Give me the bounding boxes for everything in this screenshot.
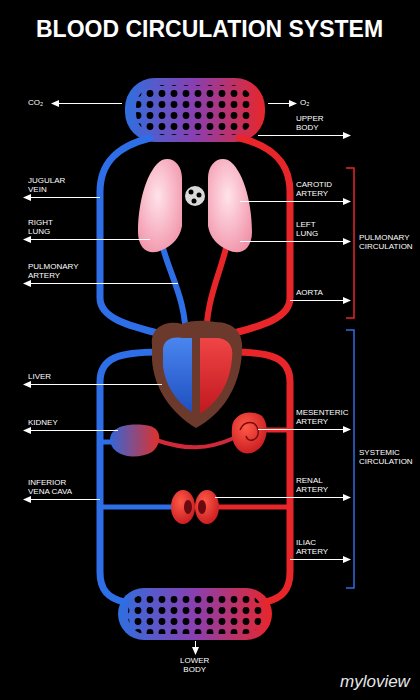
leader-arrow	[24, 197, 100, 198]
leader-arrow	[24, 499, 100, 500]
part-label: AORTA	[296, 288, 323, 297]
kidney-pelvis	[184, 500, 192, 514]
part-label: SYSTEMIC CIRCULATION	[359, 448, 413, 466]
leader-arrow	[268, 103, 296, 104]
capillary-holes	[128, 594, 262, 634]
part-label: PULMONARY CIRCULATION	[359, 233, 413, 251]
part-label: LIVER	[28, 372, 51, 381]
capillary-hole	[189, 190, 194, 195]
title: BLOOD CIRCULATION SYSTEM	[36, 16, 383, 43]
part-label: LEFT LUNG	[296, 220, 318, 238]
systemic-bracket	[346, 330, 354, 588]
part-label: MESENTERIC ARTERY	[296, 408, 348, 426]
portal-vein	[156, 438, 234, 447]
lung-capillary	[185, 186, 205, 206]
leader-arrow	[240, 241, 350, 242]
leader-arrow	[24, 283, 178, 284]
intestine-coil	[240, 423, 258, 441]
part-label: RENAL ARTERY	[296, 476, 328, 494]
lower-capillary-bed	[118, 588, 272, 640]
renal-vein	[100, 505, 172, 510]
pulmonary-bracket	[346, 168, 354, 318]
part-label: ILIAC ARTERY	[296, 538, 328, 556]
leader-arrow	[240, 201, 350, 202]
leader-arrow	[52, 103, 122, 104]
aorta	[232, 352, 290, 602]
leader-arrow	[258, 429, 350, 430]
heart	[152, 321, 242, 428]
watermark: myloview	[340, 672, 410, 692]
leader-arrow	[24, 239, 150, 240]
inferior-vena-cava	[100, 352, 160, 602]
part-label: RIGHT LUNG	[28, 218, 53, 236]
part-label: INFERIOR VENA CAVA	[28, 478, 78, 496]
part-label: CAROTID ARTERY	[296, 180, 332, 198]
leader-arrow	[195, 641, 196, 654]
right-lung	[138, 159, 182, 252]
capillary-hole	[197, 193, 202, 198]
part-label: LOWER BODY	[180, 656, 209, 674]
kidney	[171, 490, 195, 524]
leader-arrow	[290, 559, 350, 560]
kidney-pelvis	[198, 500, 206, 514]
leader-arrow	[24, 430, 118, 431]
part-label: KIDNEY	[28, 418, 58, 427]
part-label: PULMONARY ARTERY	[28, 262, 78, 280]
part-label: UPPER BODY	[296, 114, 324, 132]
part-label: CO₂	[28, 98, 43, 107]
liver	[110, 425, 159, 457]
upper-capillary-bed	[125, 78, 265, 142]
capillary-hole	[192, 199, 197, 204]
left-lung	[208, 159, 252, 252]
part-label: O₂	[300, 98, 309, 107]
leader-arrow	[215, 497, 350, 498]
leader-arrow	[258, 135, 350, 136]
leader-arrow	[290, 300, 350, 301]
left-heart-chambers	[200, 338, 232, 414]
capillary-holes	[136, 85, 254, 135]
right-heart-chambers	[163, 338, 192, 412]
leader-arrow	[24, 384, 162, 385]
intestine	[232, 412, 267, 453]
renal-artery	[218, 505, 290, 510]
kidney	[195, 490, 219, 524]
part-label: JUGULAR VEIN	[28, 176, 65, 194]
